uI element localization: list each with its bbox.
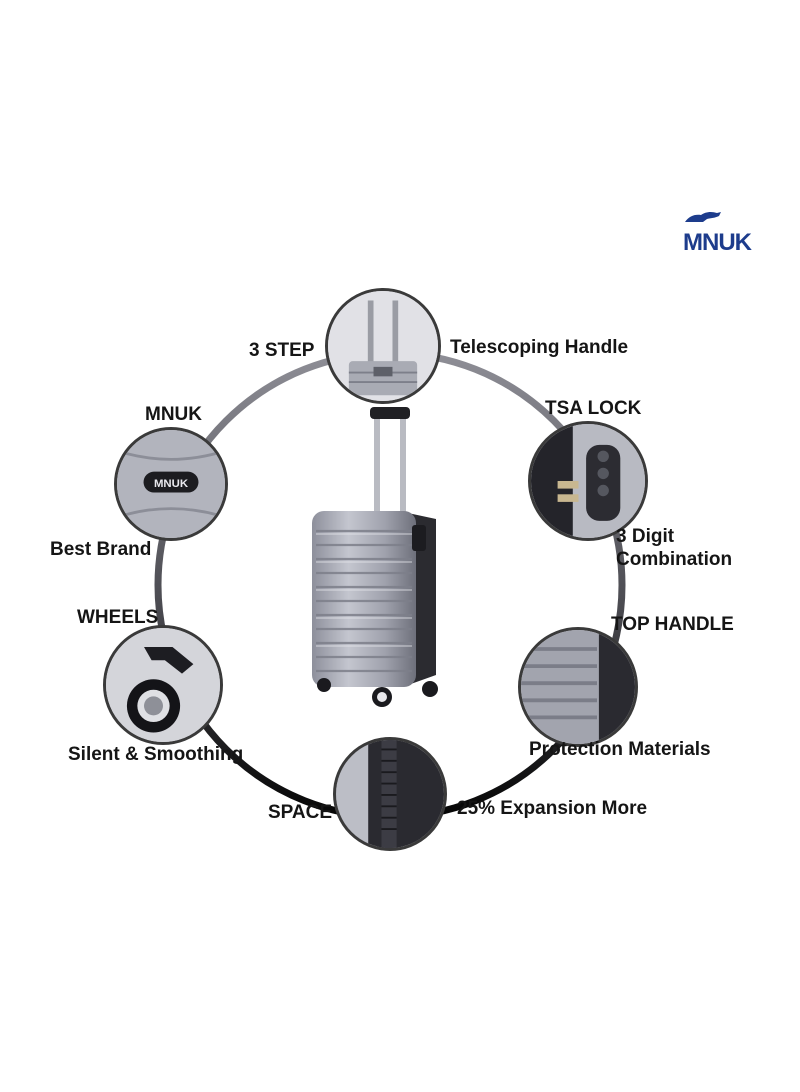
spinner-wheel-photo [106,628,220,742]
tsa-lock-photo [531,424,645,538]
expansion-zipper-photo [336,740,444,848]
lock-title: TSA LOCK [545,398,642,419]
top-handle-photo [521,630,635,744]
top-handle-detail-bubble [518,627,638,747]
brand-logo: MNUK [683,210,752,257]
badge-text: MNUK [154,478,189,490]
top-handle-description: Protection Materials [529,739,711,760]
brand-badge-photo: MNUK [117,430,225,538]
telescoping-handle-photo [328,291,438,401]
lock-detail-bubble [528,421,648,541]
leopard-icon [685,211,721,222]
wheels-title: WHEELS [77,607,159,628]
handle-description: Telescoping Handle [450,337,629,358]
faded-background-heading [518,222,531,276]
brand-description: Best Brand [50,539,152,560]
space-title: SPACE [268,802,333,823]
wheels-description: Silent & Smoothing [68,744,244,765]
top-handle-title: TOP HANDLE [611,614,734,635]
brand-title: MNUK [145,404,202,425]
wheel-detail-bubble [103,625,223,745]
space-description: 25% Expansion More [457,798,648,819]
space-detail-bubble [333,737,447,851]
lock-description: 3 Digit Combination [616,526,733,570]
suitcase-image [312,407,438,707]
brand-detail-bubble: MNUK [114,427,228,541]
handle-title: 3 STEP [249,340,315,361]
brand-logo-text: MNUK [683,229,752,256]
handle-detail-bubble [325,288,441,404]
